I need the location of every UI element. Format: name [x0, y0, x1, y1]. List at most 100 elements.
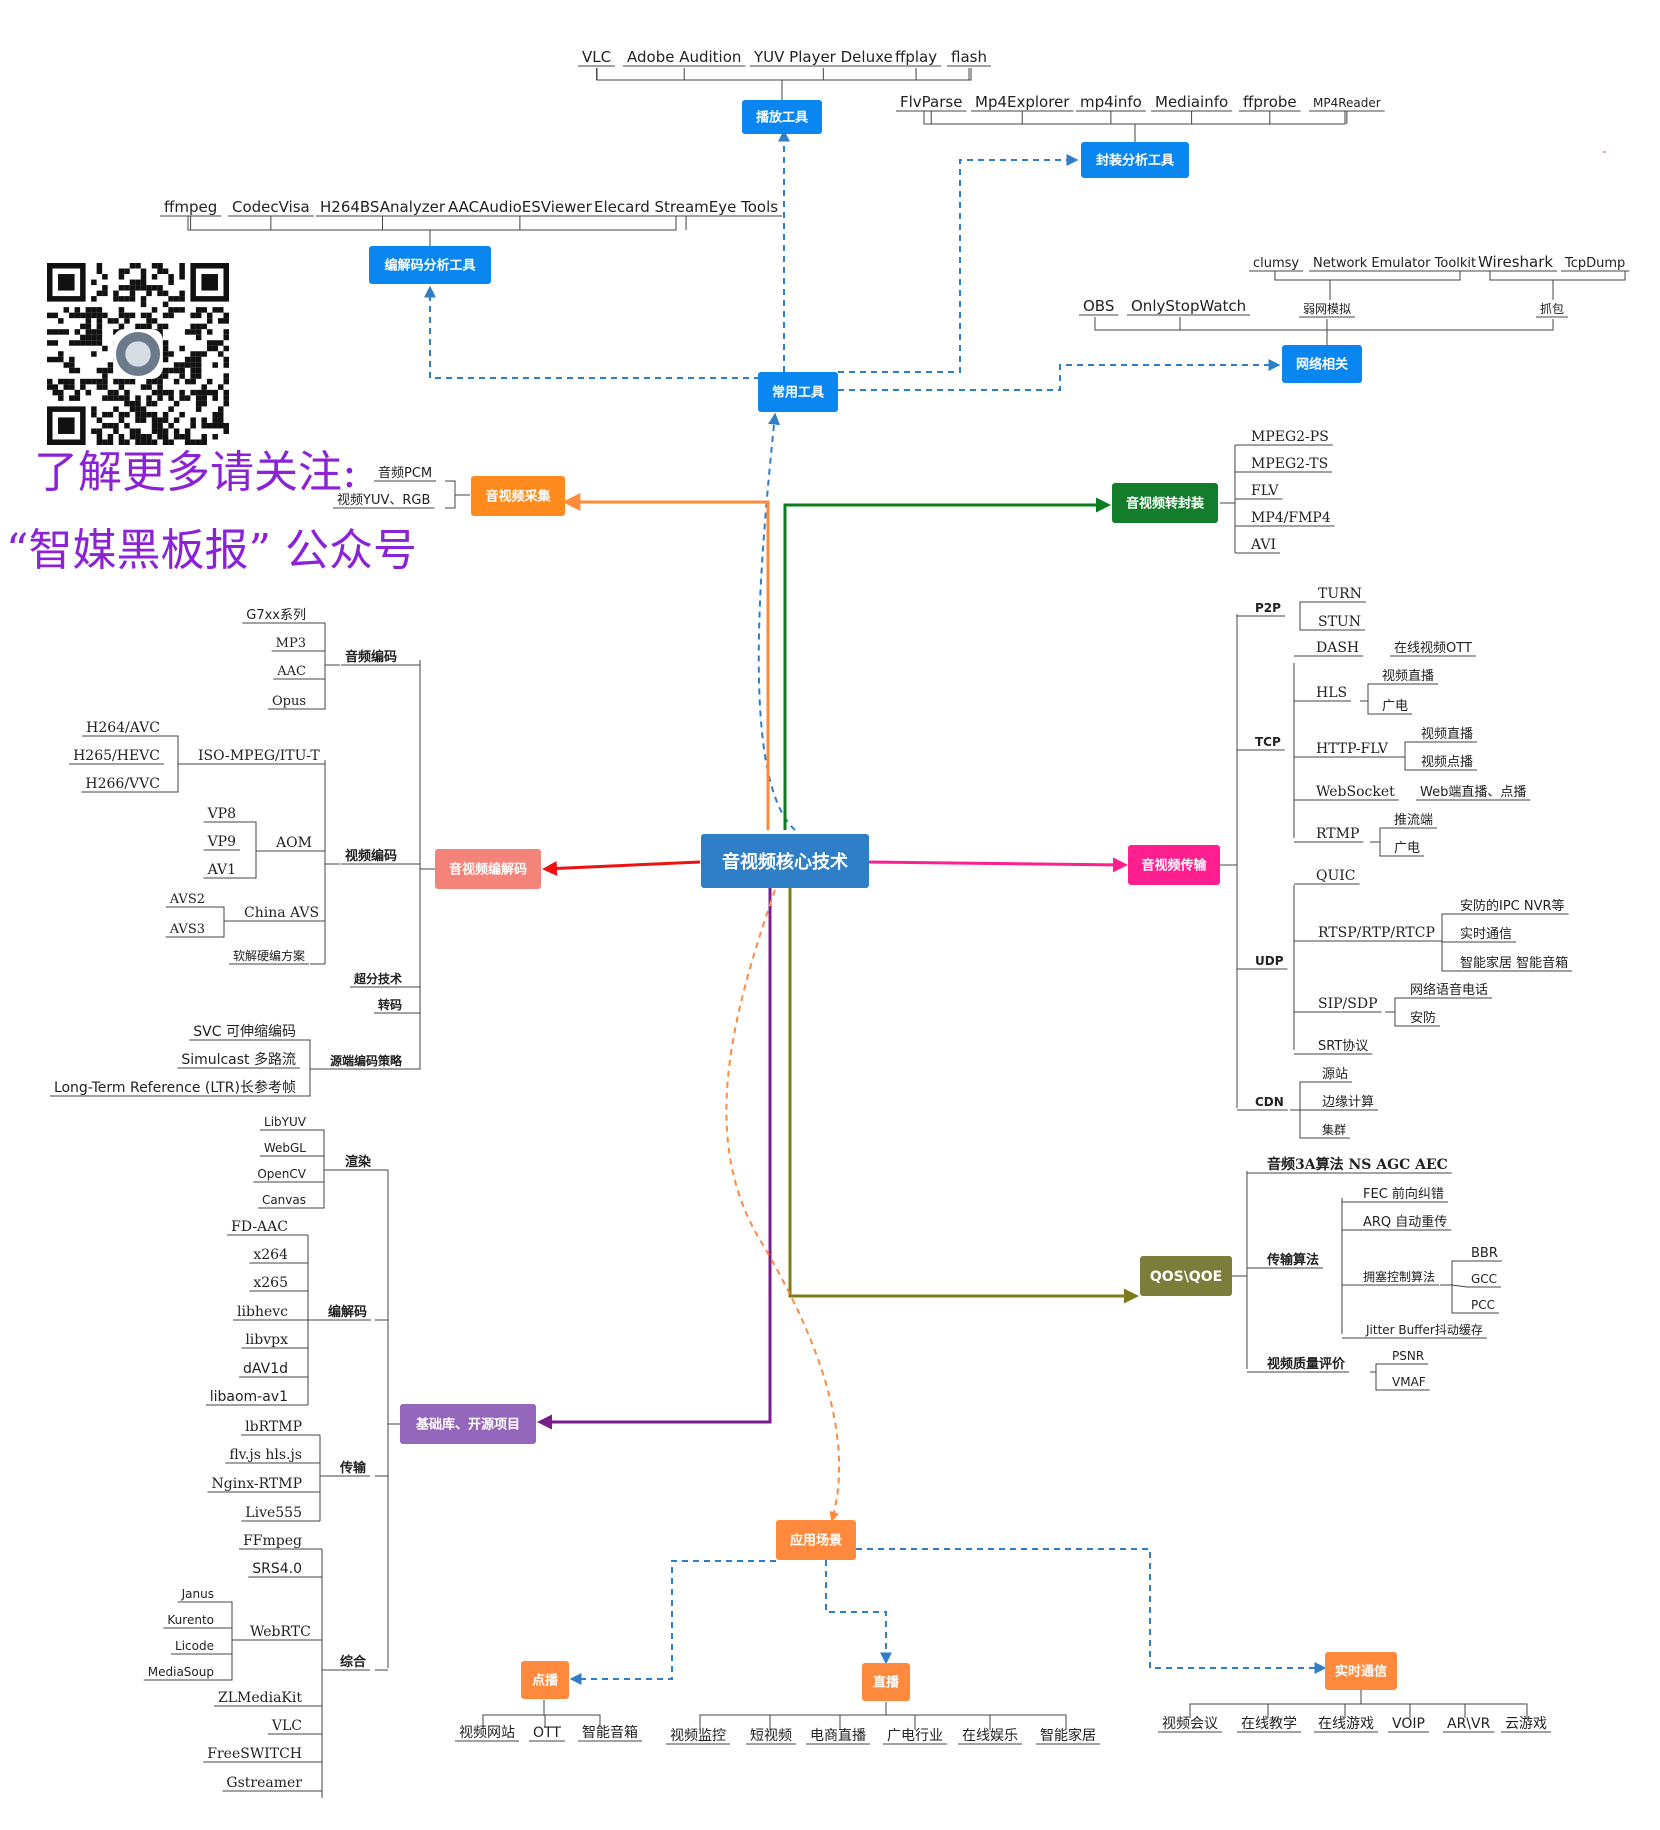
leaf-scenes-rtc-items-5[interactable]: 云游戏: [1505, 1716, 1547, 1732]
leaf-scenes-vod-items-0[interactable]: 视频网站: [459, 1725, 515, 1741]
leaf-libs-general-items-3[interactable]: VLC: [271, 1718, 302, 1734]
leaf-libs-codec-items-0[interactable]: FD-AAC: [231, 1219, 288, 1235]
leaf-transport-tcp-rtmp-items-0[interactable]: 推流端: [1394, 813, 1433, 828]
leaf-libs-trans-items-3[interactable]: Live555: [245, 1505, 302, 1521]
leaf-codec-video-china-items-1[interactable]: AVS3: [169, 922, 205, 937]
leaf-transport-tcp-label[interactable]: TCP: [1255, 735, 1281, 749]
leaf-transport-tcp-httpflv-items-1[interactable]: 视频点播: [1421, 755, 1473, 770]
leaf-codec-strategy-items-2[interactable]: Long-Term Reference (LTR)长参考帧: [54, 1079, 296, 1096]
leaf-qos-trans-jitter[interactable]: Jitter Buffer抖动缓存: [1365, 1323, 1483, 1337]
leaf-codec-audio-items-2[interactable]: AAC: [276, 664, 306, 679]
leaf-codec-video-china-label[interactable]: China AVS: [244, 905, 319, 921]
leaf-codec-video-aom-label[interactable]: AOM: [275, 835, 312, 851]
leaf-transport-tcp-hls-items-0[interactable]: 视频直播: [1382, 669, 1434, 684]
leaf-tools-codec-items-2[interactable]: H264BSAnalyzer: [320, 198, 446, 216]
leaf-transport-udp-rtsp-items-1[interactable]: 实时通信: [1460, 927, 1512, 942]
node-transmit[interactable]: 音视频传输: [1141, 858, 1207, 874]
leaf-transport-cdn-items-1[interactable]: 边缘计算: [1322, 1095, 1374, 1110]
leaf-libs-trans-items-0[interactable]: lbRTMP: [245, 1419, 302, 1435]
leaf-tools-network-capture-0[interactable]: Wireshark: [1478, 253, 1553, 271]
leaf-libs-general-items-2[interactable]: ZLMediaKit: [218, 1690, 302, 1706]
leaf-qos-trans-label[interactable]: 传输算法: [1266, 1252, 1319, 1268]
node-center[interactable]: 音视频核心技术: [722, 851, 848, 873]
leaf-codec-video-aom-items-2[interactable]: AV1: [207, 862, 236, 878]
node-player-tools[interactable]: 播放工具: [756, 110, 808, 126]
leaf-codec-strategy-items-0[interactable]: SVC 可伸缩编码: [193, 1024, 296, 1040]
leaf-tools-player-items-2[interactable]: YUV Player Deluxe: [753, 48, 893, 66]
leaf-tools-network-items-0[interactable]: OBS: [1083, 297, 1114, 315]
node-common-tools[interactable]: 常用工具: [772, 385, 824, 401]
leaf-libs-render-items-2[interactable]: OpenCV: [257, 1167, 306, 1181]
node-network-tools[interactable]: 网络相关: [1296, 357, 1348, 373]
leaf-codec-video-iso-items-0[interactable]: H264/AVC: [86, 720, 160, 736]
leaf-qos-trans-arq[interactable]: ARQ 自动重传: [1363, 1214, 1447, 1230]
leaf-scenes-rtc-items-2[interactable]: 在线游戏: [1318, 1716, 1374, 1732]
leaf-tools-player-items-0[interactable]: VLC: [582, 48, 611, 66]
leaf-codec-video-iso-label[interactable]: ISO-MPEG/ITU-T: [198, 748, 320, 764]
leaf-scenes-live-items-5[interactable]: 智能家居: [1040, 1727, 1096, 1744]
leaf-codec-video-iso-items-1[interactable]: H265/HEVC: [73, 748, 160, 764]
leaf-libs-codec-items-5[interactable]: dAV1d: [243, 1361, 288, 1377]
leaf-libs-render-items-1[interactable]: WebGL: [264, 1141, 306, 1155]
leaf-tools-network-items-2[interactable]: 弱网模拟: [1303, 302, 1351, 316]
leaf-capture-items-1[interactable]: 视频YUV、RGB: [337, 493, 430, 508]
leaf-codec-audio-items-3[interactable]: Opus: [272, 694, 306, 709]
leaf-libs-codec-label[interactable]: 编解码: [328, 1304, 367, 1320]
leaf-tools-container-items-2[interactable]: mp4info: [1080, 93, 1142, 111]
leaf-libs-general-webrtc-items-2[interactable]: Licode: [175, 1639, 214, 1653]
leaf-scenes-vod-items-2[interactable]: 智能音箱: [582, 1724, 638, 1741]
leaf-transport-udp-rtsp-items-2[interactable]: 智能家居 智能音箱: [1460, 955, 1568, 971]
leaf-codec-video-aom-items-1[interactable]: VP9: [207, 834, 236, 850]
node-capture[interactable]: 音视频采集: [485, 489, 551, 505]
node-codec-tools[interactable]: 编解码分析工具: [384, 258, 475, 274]
leaf-transport-udp-quic[interactable]: QUIC: [1316, 868, 1356, 884]
leaf-transport-udp-rtsp-label[interactable]: RTSP/RTP/RTCP: [1318, 925, 1435, 941]
leaf-codec-strategy-label[interactable]: 源端编码策略: [330, 1053, 403, 1068]
leaf-scenes-live-items-3[interactable]: 广电行业: [887, 1728, 943, 1744]
leaf-qos-trans-cc-items-2[interactable]: PCC: [1471, 1298, 1495, 1312]
leaf-codec-audio-items-1[interactable]: MP3: [276, 636, 306, 651]
leaf-tools-container-items-4[interactable]: ffprobe: [1243, 93, 1297, 111]
leaf-libs-general-items-5[interactable]: Gstreamer: [226, 1775, 302, 1791]
node-codec[interactable]: 音视频编解码: [449, 862, 527, 878]
leaf-libs-general-items-4[interactable]: FreeSWITCH: [207, 1746, 302, 1762]
leaf-transport-udp-sip-items-1[interactable]: 安防: [1410, 1010, 1436, 1026]
leaf-libs-general-label[interactable]: 综合: [340, 1654, 367, 1670]
leaf-remux-items-2[interactable]: FLV: [1251, 483, 1279, 499]
leaf-transport-p2p-label[interactable]: P2P: [1255, 601, 1281, 615]
node-scenes[interactable]: 应用场景: [790, 1533, 842, 1549]
leaf-transport-p2p-items-0[interactable]: TURN: [1318, 586, 1362, 602]
leaf-tools-codec-items-1[interactable]: CodecVisa: [232, 198, 310, 216]
node-vod[interactable]: 点播: [532, 1673, 559, 1689]
leaf-libs-codec-items-3[interactable]: libhevc: [237, 1304, 288, 1320]
leaf-codec-video-china-items-0[interactable]: AVS2: [169, 892, 205, 907]
leaf-codec-transcode[interactable]: 转码: [378, 997, 402, 1012]
leaf-libs-codec-items-4[interactable]: libvpx: [245, 1332, 288, 1348]
leaf-tools-codec-items-4[interactable]: Elecard StreamEye Tools: [594, 198, 778, 216]
node-rtc[interactable]: 实时通信: [1335, 1664, 1387, 1680]
leaf-scenes-rtc-items-1[interactable]: 在线教学: [1241, 1716, 1297, 1732]
leaf-codec-audio-items-0[interactable]: G7xx系列: [246, 608, 306, 623]
leaf-transport-tcp-rtmp-items-1[interactable]: 广电: [1394, 841, 1420, 856]
leaf-libs-general-items-1[interactable]: SRS4.0: [252, 1561, 302, 1577]
leaf-scenes-live-items-2[interactable]: 电商直播: [810, 1727, 866, 1744]
leaf-scenes-live-items-0[interactable]: 视频监控: [670, 1728, 726, 1744]
leaf-tools-container-items-0[interactable]: FlvParse: [900, 93, 962, 111]
leaf-scenes-rtc-items-0[interactable]: 视频会议: [1162, 1716, 1218, 1732]
leaf-qos-a3[interactable]: 音频3A算法 NS AGC AEC: [1267, 1156, 1448, 1173]
leaf-remux-items-3[interactable]: MP4/FMP4: [1251, 510, 1331, 526]
node-container-tools[interactable]: 封装分析工具: [1096, 153, 1174, 169]
leaf-transport-cdn-items-0[interactable]: 源站: [1322, 1067, 1348, 1082]
leaf-scenes-rtc-items-4[interactable]: AR\VR: [1447, 1716, 1491, 1732]
leaf-codec-video-hw[interactable]: 软解硬编方案: [233, 948, 305, 963]
leaf-codec-audio-label[interactable]: 音频编码: [345, 649, 397, 665]
leaf-qos-trans-fec[interactable]: FEC 前向纠错: [1363, 1186, 1444, 1202]
leaf-scenes-live-items-1[interactable]: 短视频: [750, 1728, 792, 1744]
leaf-libs-render-items-3[interactable]: Canvas: [262, 1193, 306, 1207]
leaf-scenes-rtc-items-3[interactable]: VOIP: [1392, 1716, 1425, 1732]
leaf-codec-video-label[interactable]: 视频编码: [345, 848, 397, 864]
leaf-qos-trans-cc-label[interactable]: 拥塞控制算法: [1363, 1269, 1435, 1284]
leaf-libs-general-webrtc-items-3[interactable]: MediaSoup: [148, 1665, 214, 1679]
leaf-transport-tcp-websocket-label[interactable]: WebSocket: [1316, 784, 1395, 800]
leaf-tools-player-items-4[interactable]: flash: [951, 48, 987, 66]
